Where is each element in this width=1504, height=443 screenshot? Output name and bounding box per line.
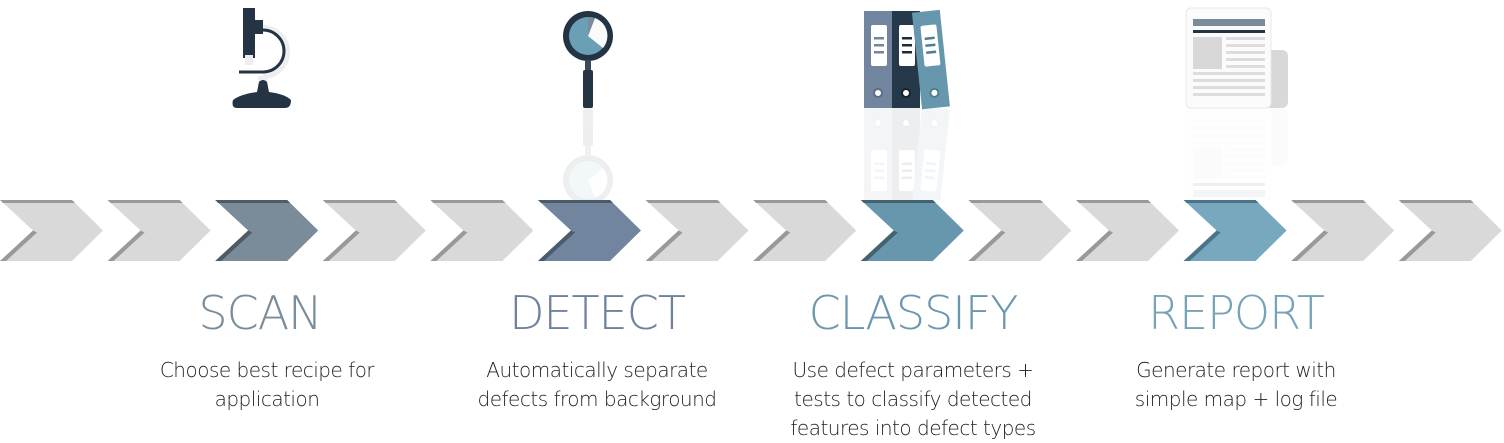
description-line: application [214,387,320,411]
chevron-active [215,200,319,261]
step-title-scan: SCAN [198,286,322,340]
magnifier-icon [563,11,613,200]
description-line: simple map + log file [1134,387,1338,411]
step-description-detect: Automatically separate defects from back… [447,356,747,414]
step-description-report: Generate report with simple map + log fi… [1086,356,1386,414]
chevron [1076,200,1179,261]
binders-icon [863,9,951,200]
chevron [322,200,426,261]
step-title-classify: CLASSIFY [808,286,1019,340]
chevron [1291,200,1395,261]
description-line: Use defect parameters + [792,358,1034,382]
chevron-active [538,200,641,261]
microscope-icon [232,8,291,108]
step-title-detect: DETECT [509,286,686,340]
description-line: Automatically separate [486,358,708,382]
description-line: Generate report with [1136,358,1336,382]
description-line: tests to classify detected [794,387,1032,411]
description-line: Choose best recipe for [159,358,375,382]
chevron-active [860,200,964,261]
chevron [430,200,534,261]
chevron [968,200,1072,261]
report-document-icon [1185,7,1289,200]
step-description-classify: Use defect parameters + tests to classif… [763,356,1063,443]
description-line: defects from background [477,387,717,411]
step-description-scan: Choose best recipe for application [117,356,417,414]
chevron [645,200,749,261]
chevron [1398,200,1502,261]
chevron-active [1183,200,1287,261]
process-chevron-row [0,200,1502,261]
chevron [753,200,857,261]
description-line: features into defect types [790,416,1036,440]
step-title-report: REPORT [1148,286,1325,340]
chevron [0,200,103,261]
chevron [107,200,211,261]
